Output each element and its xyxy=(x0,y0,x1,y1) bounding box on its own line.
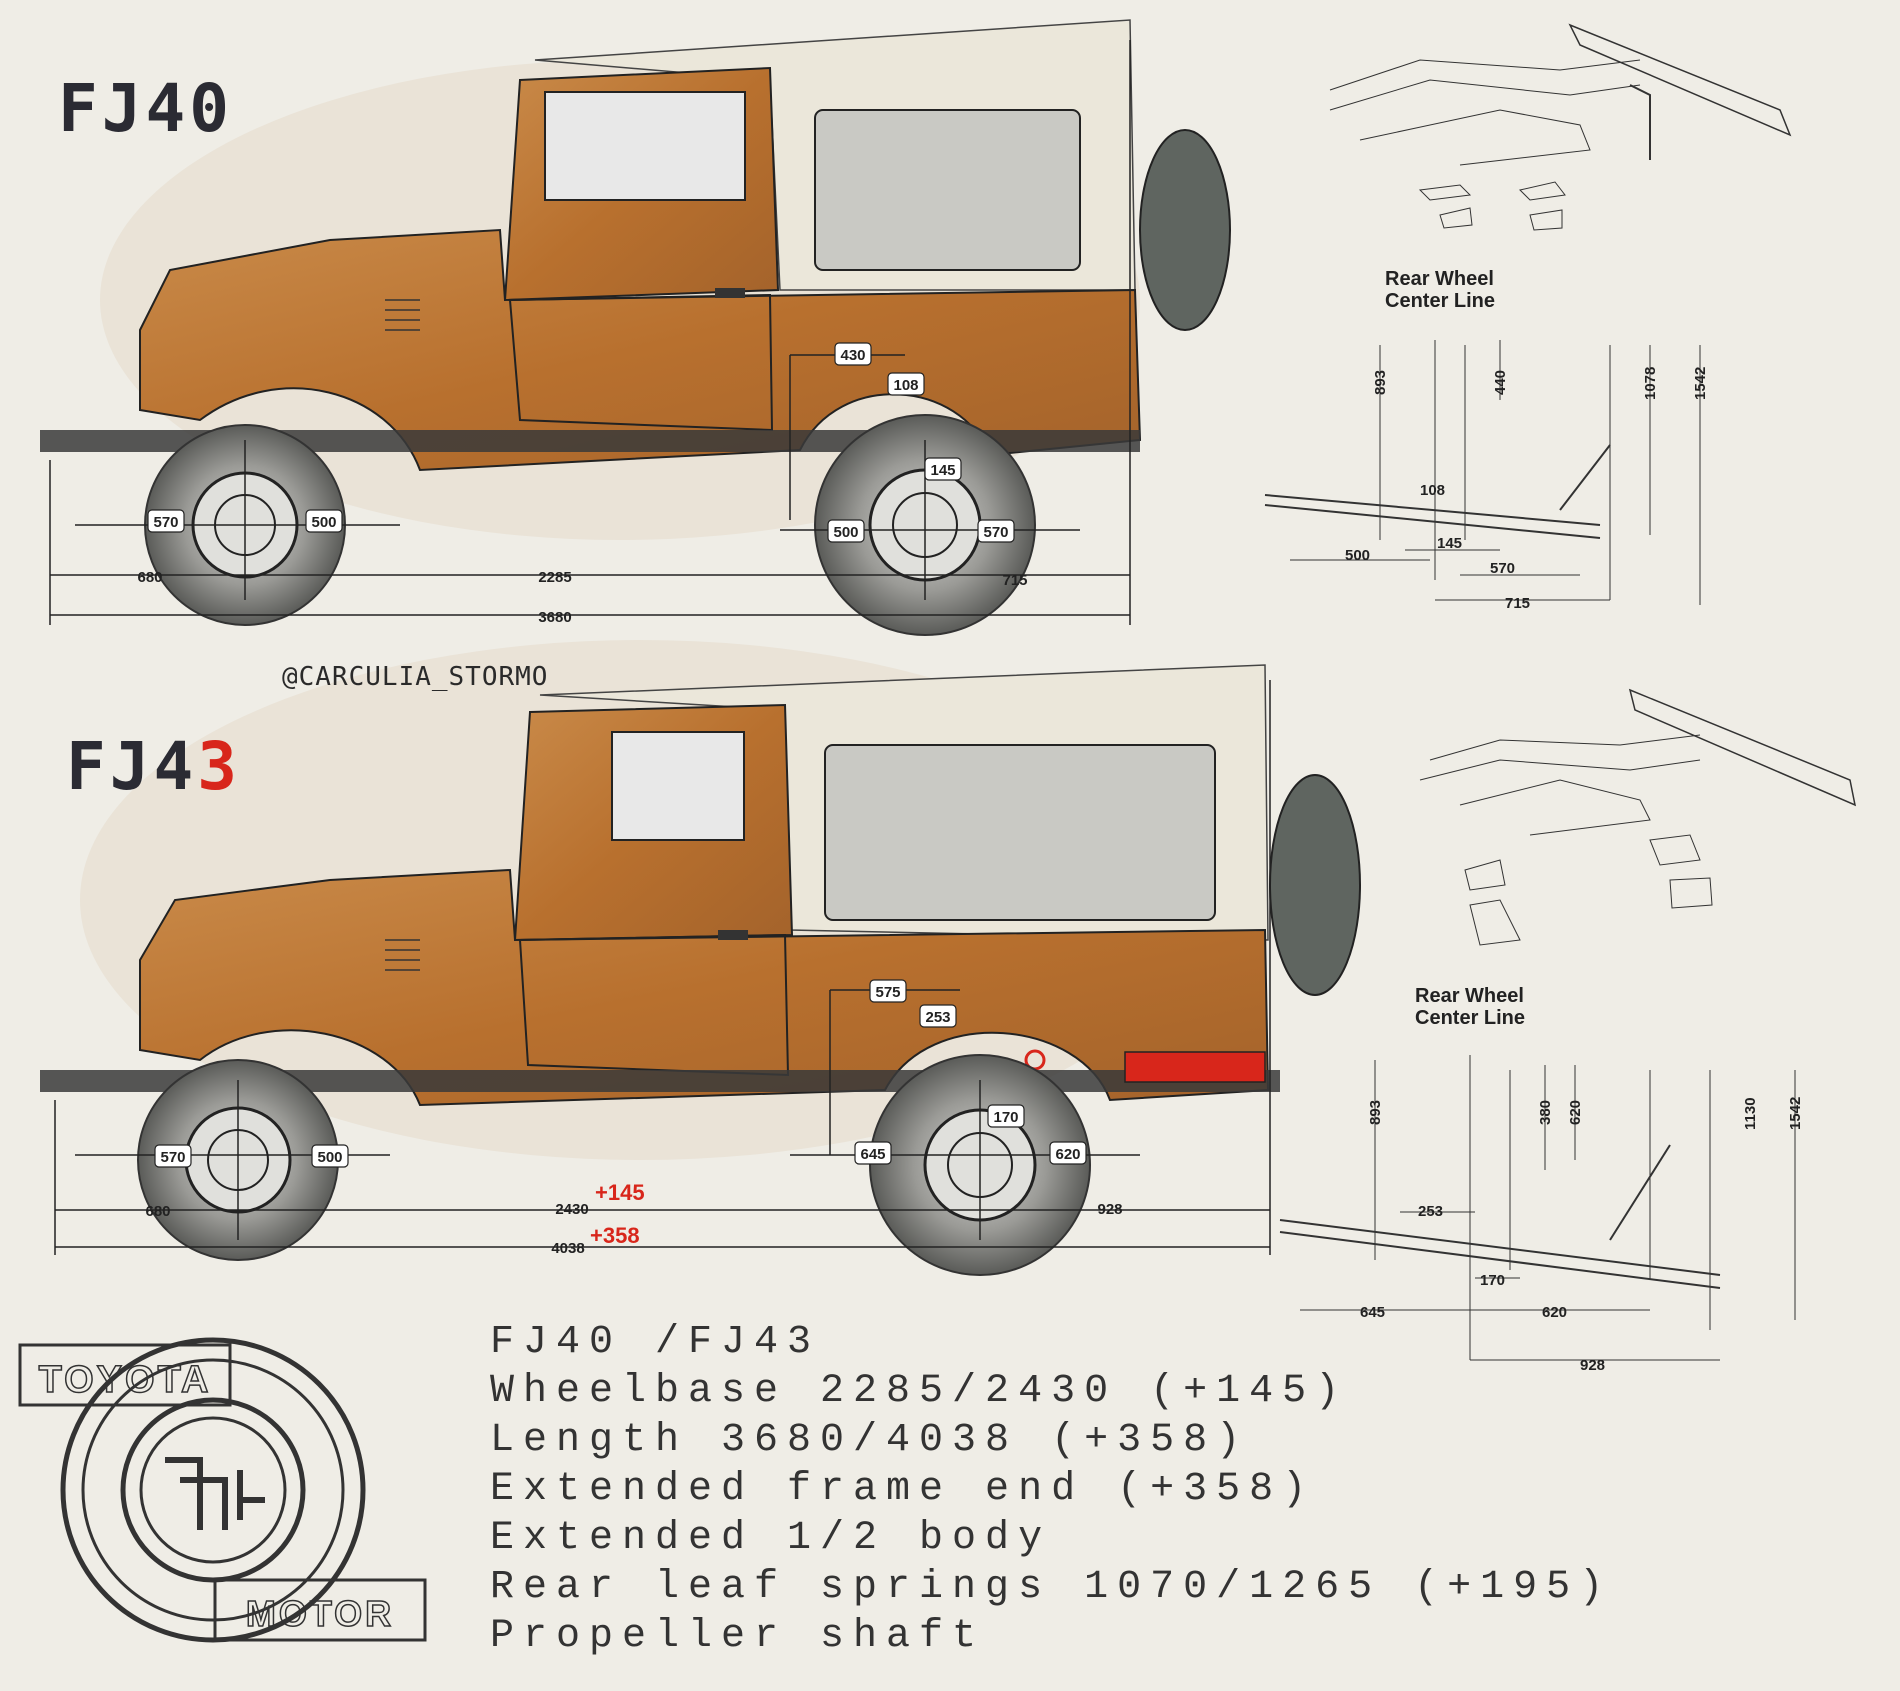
dim-label: 108 xyxy=(893,377,918,394)
spec-line: Length 3680/4038 (+358) xyxy=(490,1418,1250,1463)
dim-label: 620 xyxy=(1567,1100,1584,1125)
dim-label: 620 xyxy=(1055,1146,1080,1163)
dim-label: 620 xyxy=(1542,1304,1567,1321)
logo-top-text: TOYOTA xyxy=(39,1359,212,1401)
spec-line: Propeller shaft xyxy=(490,1614,986,1659)
dim-label: 500 xyxy=(311,514,336,531)
dim-label: 893 xyxy=(1367,1100,1384,1125)
fj43-window xyxy=(611,731,745,841)
fj40-window xyxy=(544,91,746,201)
fj40-rail-detail xyxy=(1264,340,1701,605)
dim-label: 170 xyxy=(993,1109,1018,1126)
dim-label: 4038 xyxy=(551,1240,584,1257)
dim-label: 253 xyxy=(1418,1203,1443,1220)
dim-label: 570 xyxy=(160,1149,185,1166)
spec-list: FJ40 /FJ43 Wheelbase 2285/2430 (+145) Le… xyxy=(490,1318,1880,1661)
dim-label: 440 xyxy=(1492,370,1509,395)
toyota-motor-logo xyxy=(18,1337,427,1643)
fj40-dimensions: 570 500 430 108 145 500 570 680 2285 715… xyxy=(137,342,1028,626)
dim-label: 2430 xyxy=(555,1201,588,1218)
dim-label: 500 xyxy=(317,1149,342,1166)
fj40-rear-window xyxy=(814,109,1081,271)
spec-line: FJ40 /FJ43 xyxy=(490,1320,821,1365)
tec-emblem-icon xyxy=(165,1457,265,1530)
spec-line: Extended frame end (+358) xyxy=(490,1467,1316,1512)
fj40-frame-detail xyxy=(1329,23,1792,231)
credit-handle: @CARCULIA_STORMO xyxy=(282,662,549,692)
dim-label: 645 xyxy=(1360,1304,1385,1321)
dim-label: 680 xyxy=(145,1203,170,1220)
spec-line: Rear leaf springs 1070/1265 (+195) xyxy=(490,1565,1613,1610)
fj43-vehicle xyxy=(40,640,1361,1276)
dim-label: 3680 xyxy=(538,609,571,626)
dim-label: 1130 xyxy=(1742,1097,1759,1130)
title-fj40: FJ40 xyxy=(58,70,233,147)
spec-line: Wheelbase 2285/2430 (+145) xyxy=(490,1369,1349,1414)
fj40-spare-tire xyxy=(1139,129,1231,331)
fj43-dimensions: 570 500 575 253 170 645 620 680 2430 +14… xyxy=(145,979,1123,1257)
title-fj43: FJ43 xyxy=(66,728,241,805)
dim-label: 145 xyxy=(930,462,955,479)
dim-label: 1542 xyxy=(1787,1097,1804,1130)
dim-label: 715 xyxy=(1505,595,1530,612)
dim-label: 928 xyxy=(1097,1201,1122,1218)
dim-label: 645 xyxy=(860,1146,885,1163)
fj43-rail-detail xyxy=(1279,1055,1796,1361)
dim-label: 430 xyxy=(840,347,865,364)
logo-bottom-text: MOTOR xyxy=(246,1593,394,1634)
dim-label: 570 xyxy=(153,514,178,531)
dim-label: 575 xyxy=(875,984,900,1001)
dim-label: 893 xyxy=(1372,370,1389,395)
dim-label: 253 xyxy=(925,1009,950,1026)
dim-label: 928 xyxy=(1580,1357,1605,1374)
dim-label: 500 xyxy=(1345,547,1370,564)
fj43-frame-detail xyxy=(1419,688,1857,946)
dim-label: 108 xyxy=(1420,482,1445,499)
dim-label: 570 xyxy=(983,524,1008,541)
dim-label: 570 xyxy=(1490,560,1515,577)
fj40-vehicle xyxy=(40,19,1231,636)
dim-label: 680 xyxy=(137,569,162,586)
dim-label: 380 xyxy=(1537,1100,1554,1125)
dim-label: 145 xyxy=(1437,535,1462,552)
fj40-detail-dimensions: 893 440 1078 1542 108 500 145 570 715 xyxy=(1345,367,1709,612)
fj43-detail-dimensions: 893 380 620 1130 1542 253 170 645 620 92… xyxy=(1360,1097,1804,1374)
spec-line: Extended 1/2 body xyxy=(490,1516,1052,1561)
dim-label: 715 xyxy=(1002,572,1027,589)
fj40-door-handle xyxy=(715,288,745,298)
dim-label: 500 xyxy=(833,524,858,541)
dim-label: 1542 xyxy=(1692,367,1709,400)
extended-frame-highlight xyxy=(1124,1051,1266,1083)
dim-delta-label: +145 xyxy=(595,1180,645,1205)
dim-delta-label: +358 xyxy=(590,1223,640,1248)
dim-label: 1078 xyxy=(1642,367,1659,400)
dim-label: 2285 xyxy=(538,569,571,586)
fj43-rear-window xyxy=(824,744,1216,921)
dim-label: 170 xyxy=(1480,1272,1505,1289)
fj43-spare-tire xyxy=(1269,774,1361,996)
